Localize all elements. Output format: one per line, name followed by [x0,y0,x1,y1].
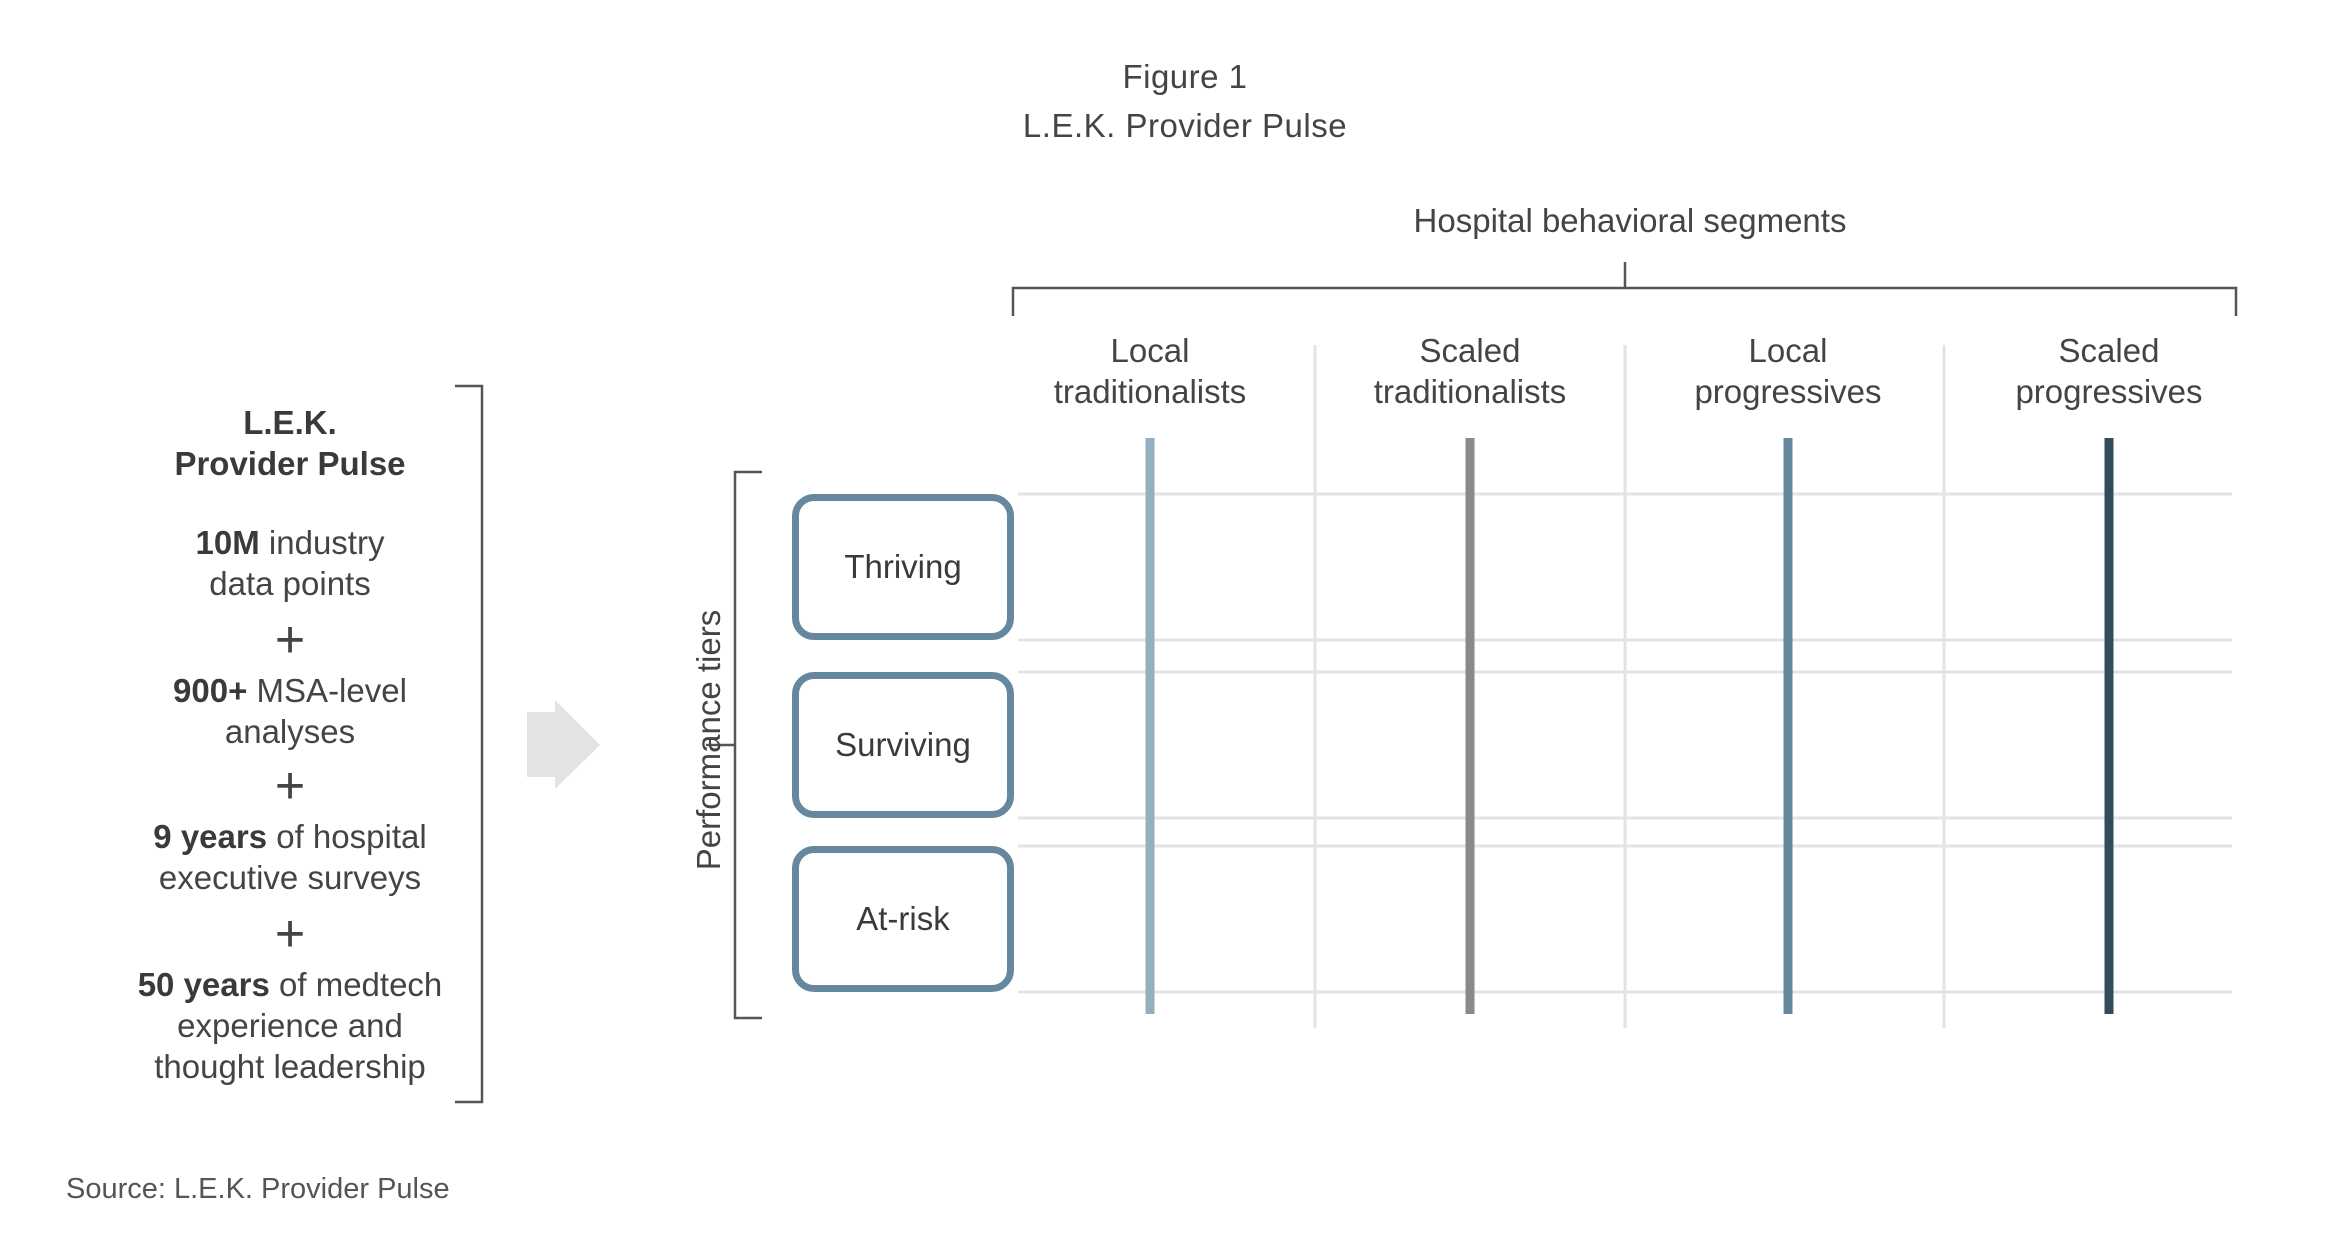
item-text: of medtech [269,966,443,1003]
figure-number: Figure 1 [1122,58,1248,95]
item-bold: 50 years [137,966,270,1003]
heading-line2: Provider Pulse [174,445,406,482]
item-bold: 9 years [153,818,268,855]
left-item-medtech: 50 years of medtech experience and thoug… [95,964,485,1087]
tier-label: Thriving [844,548,962,585]
figure-title: L.E.K. Provider Pulse [1022,107,1348,144]
source-note: Source: L.E.K. Provider Pulse [66,1173,450,1205]
item-text: executive surveys [158,859,422,896]
heading-line1: L.E.K. [243,404,337,441]
left-item-data-points: 10M industry data points [95,522,485,604]
left-item-msa-analyses: 900+ MSA-level analyses [95,670,485,752]
item-text: analyses [224,713,356,750]
item-bold: 10M [195,524,260,561]
performance-tiers-label: Performance tiers [690,609,727,871]
tier-label: Surviving [835,726,971,763]
item-text: experience and [177,1007,403,1044]
item-text: MSA-level [247,672,407,709]
column-label-line: Scaled [1419,332,1521,369]
tiers-bracket [733,470,762,1020]
left-item-surveys: 9 years of hospital executive surveys [95,816,485,898]
arrow-icon [527,700,600,789]
column-label-line: progressives [2015,373,2203,410]
left-panel-bracket [455,384,484,1104]
item-text: of hospital [267,818,427,855]
plus-icon: + [274,757,306,815]
column-label-line: Scaled [2058,332,2160,369]
item-bold: 900+ [173,672,248,709]
item-text: thought leadership [154,1048,426,1085]
column-label-local-traditionalists: Local traditionalists [1000,330,1300,412]
column-label-line: traditionalists [1053,373,1247,410]
plus-icon: + [274,611,306,669]
column-label-line: progressives [1694,373,1882,410]
item-text: data points [209,565,371,602]
column-label-scaled-progressives: Scaled progressives [1959,330,2259,412]
column-label-local-progressives: Local progressives [1638,330,1938,412]
tier-box-surviving: Surviving [792,672,1014,818]
tier-box-at-risk: At-risk [792,846,1014,992]
column-label-line: Local [1748,332,1828,369]
left-panel-heading: L.E.K. Provider Pulse [95,402,485,484]
row-grid [1018,492,2232,994]
segments-title: Hospital behavioral segments [1413,202,1847,239]
segments-bracket [1011,286,2238,316]
tier-box-thriving: Thriving [792,494,1014,640]
column-label-line: Local [1110,332,1190,369]
column-label-scaled-traditionalists: Scaled traditionalists [1320,330,1620,412]
column-label-line: traditionalists [1373,373,1567,410]
plus-icon: + [274,905,306,963]
item-text: industry [259,524,385,561]
tier-label: At-risk [856,900,950,937]
